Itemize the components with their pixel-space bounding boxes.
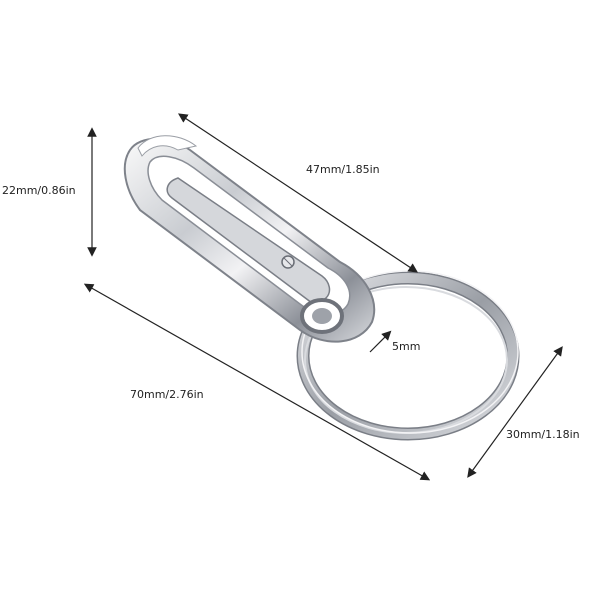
height-label: 22mm/0.86in <box>2 184 76 197</box>
ring-diameter-arrow <box>467 346 563 478</box>
gap-arrow <box>369 330 392 353</box>
total-length-arrow <box>83 283 431 481</box>
length-hook-label: 47mm/1.85in <box>306 163 380 176</box>
dimension-arrows <box>83 113 563 481</box>
length-hook-arrow <box>178 113 418 273</box>
total-length-label: 70mm/2.76in <box>130 388 204 401</box>
ring-gap-label: 5mm <box>392 340 421 353</box>
ring-diameter-label: 30mm/1.18in <box>506 428 580 441</box>
